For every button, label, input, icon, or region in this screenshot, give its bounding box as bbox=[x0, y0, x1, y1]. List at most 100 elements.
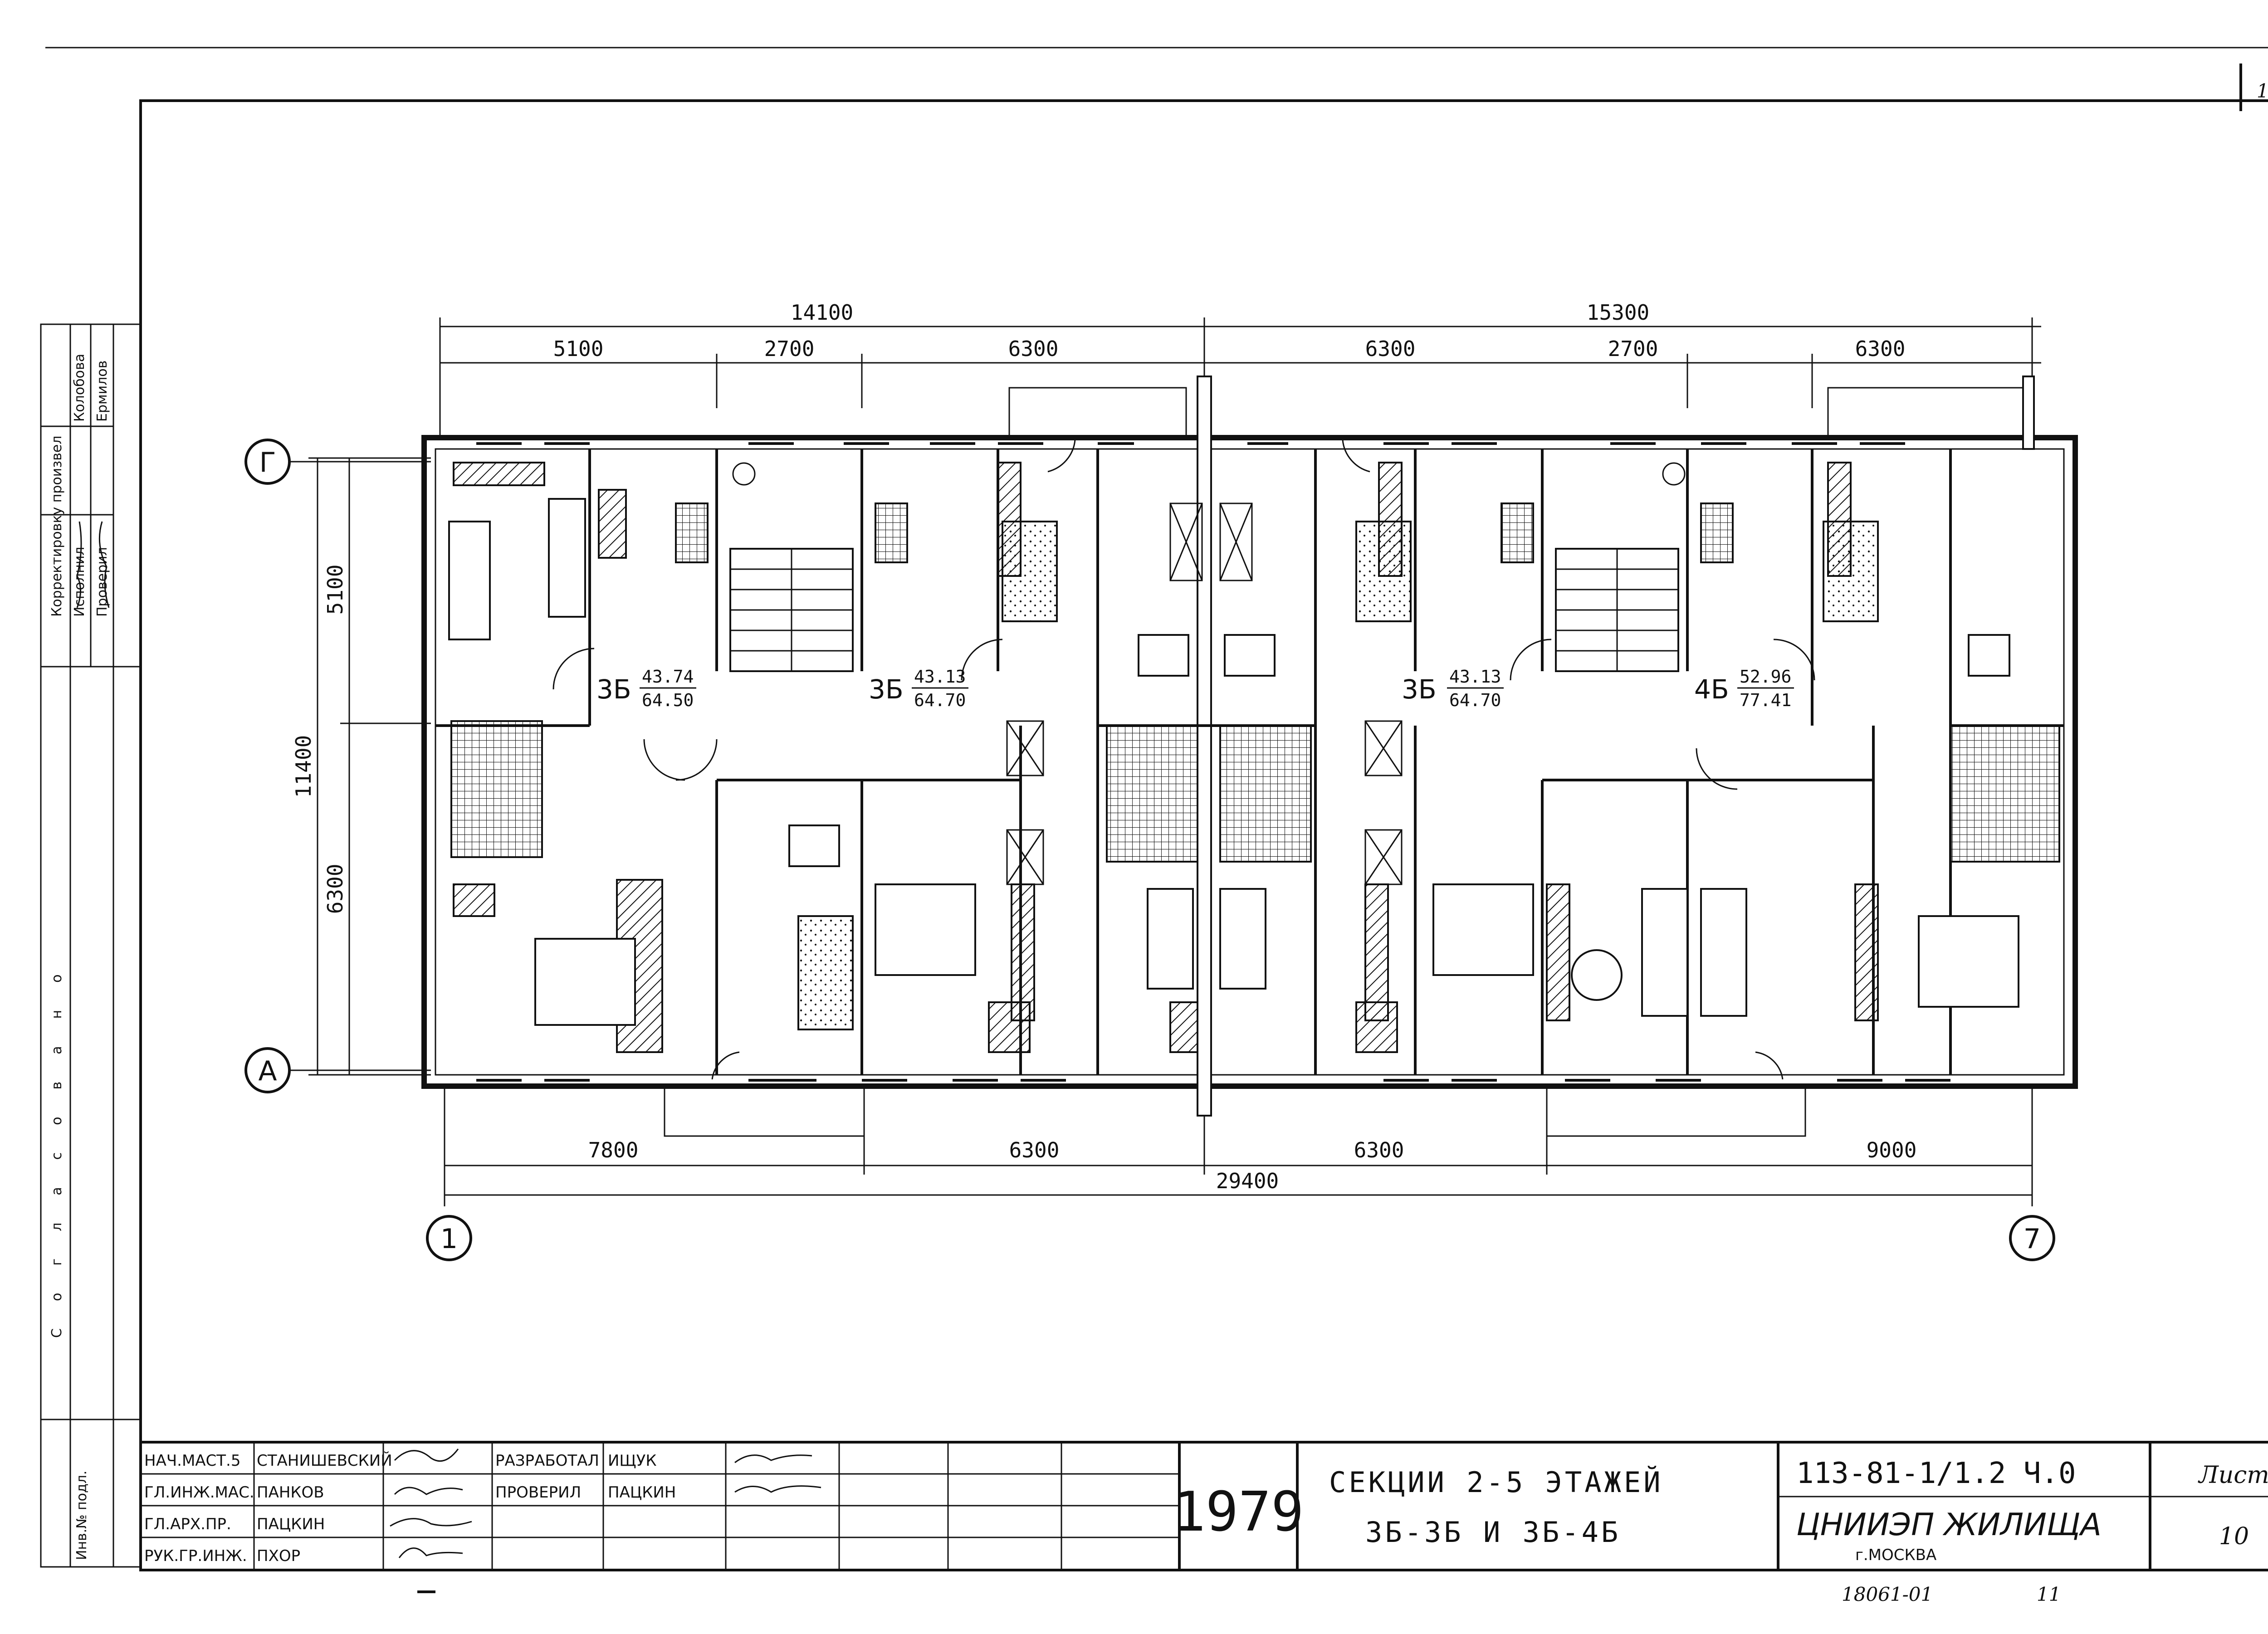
signature-5 bbox=[734, 1454, 812, 1463]
staff-role-1: НАЧ.МАСТ.5 bbox=[144, 1452, 240, 1470]
dim-bottom-span-3: 6300 bbox=[1354, 1138, 1404, 1162]
apt-3-total: 64.70 bbox=[1449, 690, 1501, 710]
door-swings bbox=[552, 439, 1815, 1080]
bed-4 bbox=[875, 883, 976, 976]
sheet-label: Лист bbox=[2197, 1462, 2268, 1489]
signature-3 bbox=[390, 1518, 472, 1527]
apt-4-living: 52.96 bbox=[1740, 667, 1791, 687]
apt-1-total: 64.50 bbox=[642, 690, 694, 710]
axis-bubble-1: 1 bbox=[426, 1215, 472, 1261]
apt-3-type: 3Б bbox=[1402, 674, 1437, 705]
dining-table-3 bbox=[1224, 634, 1276, 677]
axis-bubble-g: Г bbox=[244, 439, 431, 485]
archive-number: 18061-01 bbox=[1842, 1583, 1933, 1605]
side-inv-label: Инв.№ подл. bbox=[74, 1471, 90, 1560]
shelf-1 bbox=[453, 462, 545, 486]
dim-top-span-4: 6300 bbox=[1365, 337, 1416, 361]
dim-top-span-5: 2700 bbox=[1608, 337, 1658, 361]
exterior-wall-inner bbox=[435, 448, 2065, 1076]
side-approval-block: Корректировку произвел Исполнил Колобова… bbox=[40, 323, 142, 1568]
dim-top-total-1: 14100 bbox=[791, 300, 853, 325]
dim-left-span-1: 5100 bbox=[323, 565, 347, 615]
signature-2 bbox=[394, 1487, 463, 1495]
staff-role-3: ГЛ.АРХ.ПР. bbox=[144, 1515, 231, 1533]
staff-name-2: ПАНКОВ bbox=[257, 1483, 324, 1502]
signature-6 bbox=[734, 1485, 821, 1493]
dim-top-span-6: 6300 bbox=[1855, 337, 1906, 361]
right-partition-stub bbox=[2022, 376, 2035, 450]
apt-4-total: 77.41 bbox=[1740, 690, 1791, 710]
bathroom-2 bbox=[1106, 725, 1198, 863]
apartment-label-4: 4Б 52.96 77.41 bbox=[1694, 667, 1794, 710]
axis-bubble-7: 7 bbox=[2009, 1215, 2055, 1261]
bathroom-3 bbox=[1219, 725, 1312, 863]
apt-2-type: 3Б bbox=[869, 674, 904, 705]
corner-sheet-mark: 11 bbox=[2257, 80, 2268, 102]
axis-label-7: 7 bbox=[2024, 1223, 2041, 1255]
bed-3 bbox=[534, 938, 636, 1026]
cabinet-1 bbox=[988, 1001, 1031, 1053]
dim-bottom-span-1: 7800 bbox=[588, 1138, 639, 1162]
dim-top-span-2: 2700 bbox=[764, 337, 815, 361]
staff-role-4: РУК.ГР.ИНЖ. bbox=[144, 1547, 247, 1565]
sofa-4 bbox=[797, 915, 854, 1030]
apt-2-total: 64.70 bbox=[914, 690, 966, 710]
bed-7 bbox=[1147, 888, 1194, 990]
staff-name-4: ПХОР bbox=[257, 1547, 300, 1565]
signature-1 bbox=[394, 1449, 459, 1462]
apt-1-living: 43.74 bbox=[642, 667, 694, 687]
dim-top-span-3: 6300 bbox=[1008, 337, 1059, 361]
round-table bbox=[1571, 949, 1623, 1001]
sofa-2 bbox=[1355, 521, 1412, 622]
wardrobe-1 bbox=[598, 489, 627, 559]
stove-1 bbox=[675, 502, 709, 563]
bed-10 bbox=[1700, 888, 1747, 1017]
wardrobe-8 bbox=[1546, 883, 1570, 1021]
bathroom-1 bbox=[450, 720, 543, 858]
bottom-bay-left bbox=[664, 1086, 865, 1137]
wardrobe-9 bbox=[1854, 883, 1879, 1021]
wardrobe-7 bbox=[1364, 883, 1389, 1021]
apartment-label-1: 3Б 43.74 64.50 bbox=[596, 667, 696, 710]
stair-entry-marker-2 bbox=[1662, 462, 1686, 486]
city: г.МОСКВА bbox=[1855, 1546, 1936, 1564]
bed-9 bbox=[1641, 888, 1688, 1017]
project-code: 113-81-1/1.2 Ч.0 bbox=[1796, 1457, 2076, 1490]
apartment-label-3: 3Б 43.13 64.70 bbox=[1402, 667, 1504, 710]
dim-left-span-2: 6300 bbox=[323, 864, 347, 914]
stove-2 bbox=[875, 502, 908, 563]
dim-top-span-1: 5100 bbox=[553, 337, 604, 361]
cabinet-3 bbox=[1355, 1001, 1398, 1053]
axis-label-g: Г bbox=[259, 447, 276, 478]
year: 1979 bbox=[1173, 1481, 1304, 1544]
apt-2-living: 43.13 bbox=[914, 667, 966, 687]
shelf-2 bbox=[453, 883, 495, 917]
dim-bottom-span-2: 6300 bbox=[1009, 1138, 1060, 1162]
wardrobe-6 bbox=[1011, 883, 1035, 1021]
side-signature-1 bbox=[76, 521, 82, 608]
dining-table-4 bbox=[1968, 634, 2010, 677]
axis-bubble-a: А bbox=[244, 1047, 431, 1093]
staff-role-2: ГЛ.ИНЖ.МАС. bbox=[144, 1483, 254, 1502]
sheet-title-line-1: СЕКЦИИ 2-5 ЭТАЖЕЙ bbox=[1329, 1466, 1663, 1499]
stair-entry-marker-1 bbox=[732, 462, 756, 486]
staff2-name-1: ИЩУК bbox=[608, 1452, 656, 1470]
stove-3 bbox=[1501, 502, 1534, 563]
left-dimensions: 11400 5100 6300 bbox=[291, 457, 431, 1076]
building-plan bbox=[421, 376, 2078, 1137]
axis-label-1: 1 bbox=[440, 1223, 458, 1255]
stair-left bbox=[729, 548, 854, 672]
dim-top-total-2: 15300 bbox=[1587, 300, 1649, 325]
dim-bottom-span-4: 9000 bbox=[1867, 1138, 1917, 1162]
exterior-wall bbox=[421, 435, 2078, 1089]
shaft-boxes bbox=[1006, 502, 1403, 885]
sofa-3 bbox=[1823, 521, 1879, 622]
bottom-dimensions: 7800 6300 6300 9000 29400 bbox=[444, 1088, 2033, 1206]
bed-8 bbox=[1219, 888, 1266, 990]
axis-label-a: А bbox=[258, 1055, 277, 1087]
footer-page-mark: 11 bbox=[2037, 1583, 2061, 1605]
staff-name-1: СТАНИШЕВСКИЙ bbox=[257, 1451, 392, 1470]
staff2-role-2: ПРОВЕРИЛ bbox=[495, 1483, 581, 1502]
apt-4-type: 4Б bbox=[1694, 674, 1729, 705]
